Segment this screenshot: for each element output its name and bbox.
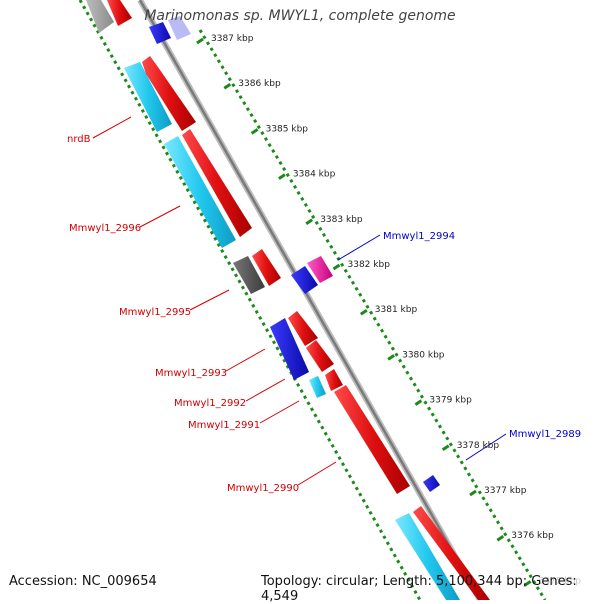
tick-mark — [223, 82, 232, 90]
gene-label: Mmwyl1_2993 — [155, 368, 227, 379]
cds-red-1 — [142, 56, 196, 131]
tick-track-inner — [78, 0, 422, 600]
cds-lavender-top — [168, 16, 191, 40]
cds-features — [86, 0, 490, 600]
cds-cyan-2 — [164, 136, 236, 248]
cds-red-7 — [413, 506, 490, 600]
tick-label: 3384 kbp — [293, 170, 336, 180]
tick-label: 3380 kbp — [402, 350, 445, 360]
accession-text: Accession: NC_009654 — [9, 574, 157, 589]
tick-label: 3379 kbp — [429, 396, 472, 406]
tick-mark — [305, 218, 314, 226]
tick-label: 3381 kbp — [375, 305, 418, 315]
tick-mark — [196, 37, 204, 45]
tick-label: 3386 kbp — [238, 79, 281, 89]
cds-red-2 — [182, 129, 252, 237]
tick-marks — [196, 37, 532, 587]
tick-label: 3376 kbp — [511, 531, 554, 541]
cds-blue-top — [149, 22, 171, 44]
cds-blue-2994 — [291, 266, 318, 294]
tick-label: 3377 kbp — [484, 486, 527, 496]
cds-red-top — [107, 0, 132, 26]
tick-label: 3385 kbp — [266, 124, 309, 134]
tick-mark — [414, 399, 423, 406]
tick-label: 3375 kbp — [539, 576, 582, 586]
cds-cyan-1 — [124, 62, 172, 132]
gene-label: Mmwyl1_2995 — [119, 307, 191, 318]
gene-label: Mmwyl1_2990 — [227, 483, 299, 494]
cds-cyan-3 — [395, 513, 460, 600]
label-leaders — [92, 116, 507, 486]
cds-red-6 — [325, 369, 343, 391]
cds-red-3 — [252, 249, 281, 286]
cds-pink-2994 — [307, 256, 333, 283]
map-title: Marinomonas sp. MWYL1, complete genome — [144, 8, 456, 24]
tick-mark — [387, 354, 395, 361]
cds-blue-2993 — [270, 318, 309, 380]
genome-backbone-core — [138, 0, 482, 600]
cds-red-2990 — [334, 385, 410, 494]
gene-label: Mmwyl1_2994 — [383, 231, 455, 242]
gene-label: nrdB — [67, 134, 91, 145]
cds-red-4 — [288, 311, 318, 346]
tick-label: 3387 kbp — [211, 34, 254, 44]
tick-label: 3378 kbp — [457, 441, 500, 451]
tick-label: 3382 kbp — [348, 260, 391, 270]
gene-label: Mmwyl1_2991 — [188, 420, 260, 431]
tick-track-outer — [198, 29, 547, 600]
cds-blue-2989 — [423, 475, 440, 492]
gene-label: Mmwyl1_2989 — [509, 429, 581, 440]
tick-mark — [359, 308, 368, 316]
gene-label: Mmwyl1_2996 — [69, 223, 141, 234]
tick-label: 3383 kbp — [320, 215, 363, 225]
tick-mark — [523, 580, 532, 587]
tick-mark — [469, 489, 477, 497]
cds-darkgray — [233, 256, 265, 294]
tick-mark — [496, 534, 505, 542]
cds-red-5 — [306, 340, 334, 372]
tick-mark — [250, 128, 259, 135]
tick-mark — [441, 444, 450, 452]
tick-mark — [332, 263, 341, 271]
tick-labels: 3387 kbp 3386 kbp 3385 kbp 3384 kbp 3383 kbp… — [211, 34, 581, 586]
gene-label: Mmwyl1_2992 — [174, 398, 246, 409]
cds-cyan-small — [309, 376, 326, 398]
cds-gray-top — [86, 0, 114, 33]
tick-mark — [278, 173, 286, 180]
